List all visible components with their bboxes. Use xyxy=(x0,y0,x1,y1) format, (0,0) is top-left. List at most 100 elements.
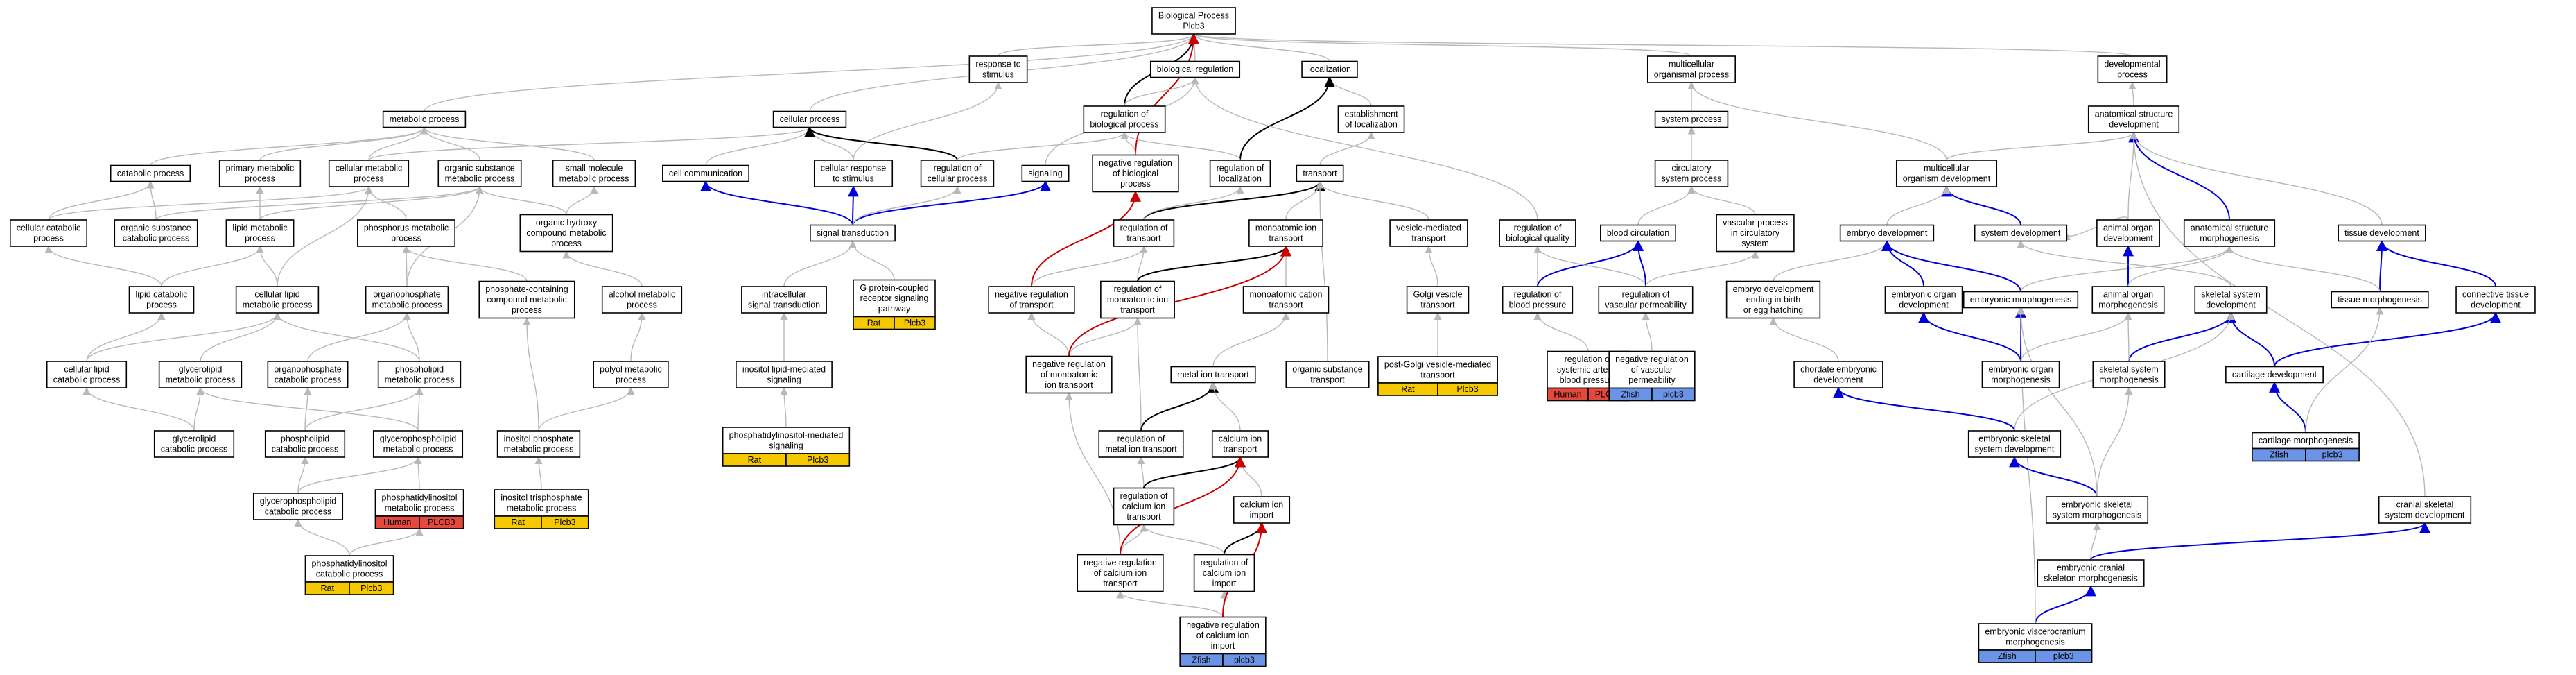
node-cell-proc[interactable]: cellular process xyxy=(772,110,847,128)
node-blood-circ[interactable]: blood circulation xyxy=(1600,224,1676,242)
node-transport[interactable]: transport xyxy=(1296,164,1344,182)
node-sig-trans[interactable]: signal transduction xyxy=(810,224,896,242)
node-bio-reg[interactable]: biological regulation xyxy=(1149,60,1241,78)
node-sys-dev[interactable]: system development xyxy=(1974,224,2068,242)
node-sys-proc[interactable]: system process xyxy=(1654,110,1729,128)
node-metal-ion-t[interactable]: metal ion transport xyxy=(1170,366,1256,384)
node-cell-comm[interactable]: cell communication xyxy=(662,164,749,182)
node-signaling[interactable]: signaling xyxy=(1021,164,1070,182)
node-metab[interactable]: metabolic process xyxy=(382,110,467,128)
node-phos-inositol-sig[interactable]: phosphatidylinositol-mediatedsignalingRa… xyxy=(722,427,851,467)
node-tissue-morph[interactable]: tissue morphogenesis xyxy=(2331,291,2429,309)
node-embryo-dev[interactable]: embryo development xyxy=(1839,224,1935,242)
node-emb-morph[interactable]: embryonic morphogenesis xyxy=(1963,291,2079,309)
node-catab[interactable]: catabolic process xyxy=(110,164,191,182)
node-cartilage-dev[interactable]: cartilage development xyxy=(2225,366,2324,384)
node-emb-viscero-morph[interactable]: embryonic viscerocraniummorphogenesisZfi… xyxy=(1978,623,2093,663)
node-local[interactable]: localization xyxy=(1301,60,1358,78)
node-tissue-dev[interactable]: tissue development xyxy=(2338,224,2426,242)
